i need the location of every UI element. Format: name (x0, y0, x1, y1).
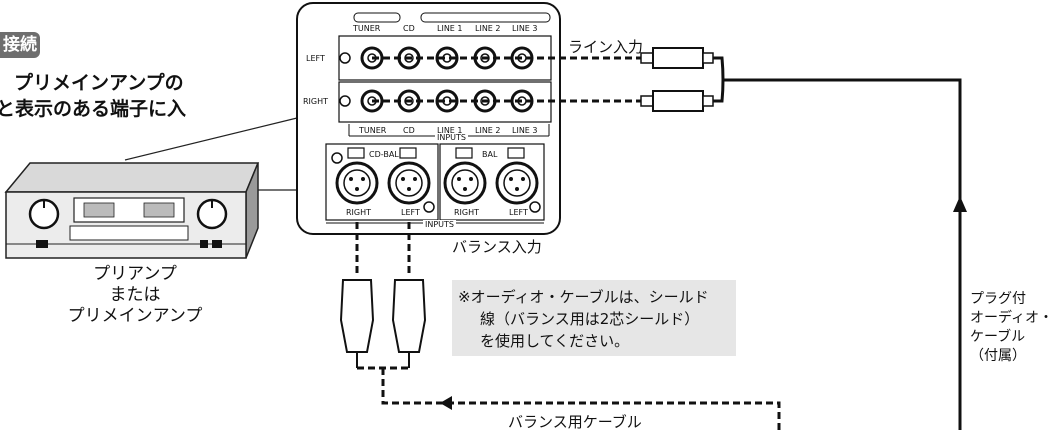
amp-label-line-1: プリアンプ (93, 264, 177, 284)
xlr-inputs-label: INPUTS (423, 220, 456, 229)
plug-cable-label-line-4: （付属） (970, 348, 1026, 364)
plug-cable-label-line-1: プラグ付 (970, 291, 1026, 307)
panel-top-label-line1: LINE 1 (437, 24, 463, 33)
panel-bottom-label-tuner: TUNER (359, 126, 387, 135)
xlr-jacks (331, 147, 541, 213)
xlr-label-right-2: RIGHT (454, 208, 480, 217)
caption-line-2: と表示のある端子に入 (0, 98, 187, 120)
panel-top-label-tuner: TUNER (353, 24, 381, 33)
cable-note-line-2: 線（バランス用は2芯シールド） (480, 310, 700, 328)
plug-cable-label: プラグ付 オーディオ・ ケーブル （付属） (970, 290, 1053, 366)
caption-line-1: プリメインアンプの (14, 72, 184, 94)
panel-bottom-label-line1: LINE 1 (437, 126, 463, 135)
panel-left-label: LEFT (306, 54, 325, 63)
plug-cable-label-line-3: ケーブル (970, 329, 1026, 345)
xlr-label-left-1: LEFT (401, 208, 420, 217)
plug-cable-label-line-2: オーディオ・ (970, 310, 1054, 326)
panel-top-label-cd: CD (403, 24, 415, 33)
amplifier-illustration (4, 162, 260, 259)
bal-label: BAL (482, 150, 498, 159)
panel-bottom-label-line3: LINE 3 (512, 126, 538, 135)
line-input-label: ライン入力 (568, 38, 644, 56)
xlr-label-left-2: LEFT (509, 208, 528, 217)
balance-input-label: バランス入力 (452, 238, 542, 256)
panel-bottom-label-cd: CD (403, 126, 415, 135)
amp-label-line-2: または (109, 285, 161, 305)
xlr-label-right-1: RIGHT (346, 208, 372, 217)
section-badge: 接続 (0, 32, 40, 58)
panel-inputs-label: INPUTS (435, 133, 468, 142)
amp-label: プリアンプ または プリメインアンプ (40, 264, 230, 327)
panel-top-label-line3: LINE 3 (512, 24, 538, 33)
cable-note-line-3: を使用してください。 (480, 332, 630, 350)
cable-note-line-1: ※オーディオ・ケーブルは、シールド (458, 288, 709, 306)
panel-bottom-label-line2: LINE 2 (475, 126, 501, 135)
cd-bal-label: CD-BAL (369, 150, 399, 159)
balance-cable-label: バランス用ケーブル (508, 413, 642, 431)
panel-top-label-line2: LINE 2 (475, 24, 501, 33)
balance-cables (339, 222, 781, 430)
panel-right-label: RIGHT (303, 97, 329, 106)
amp-label-line-3: プリメインアンプ (67, 306, 203, 326)
cable-note: ※オーディオ・ケーブルは、シールド 線（バランス用は2芯シールド） を使用してく… (452, 280, 736, 356)
rca-cable (372, 47, 967, 430)
